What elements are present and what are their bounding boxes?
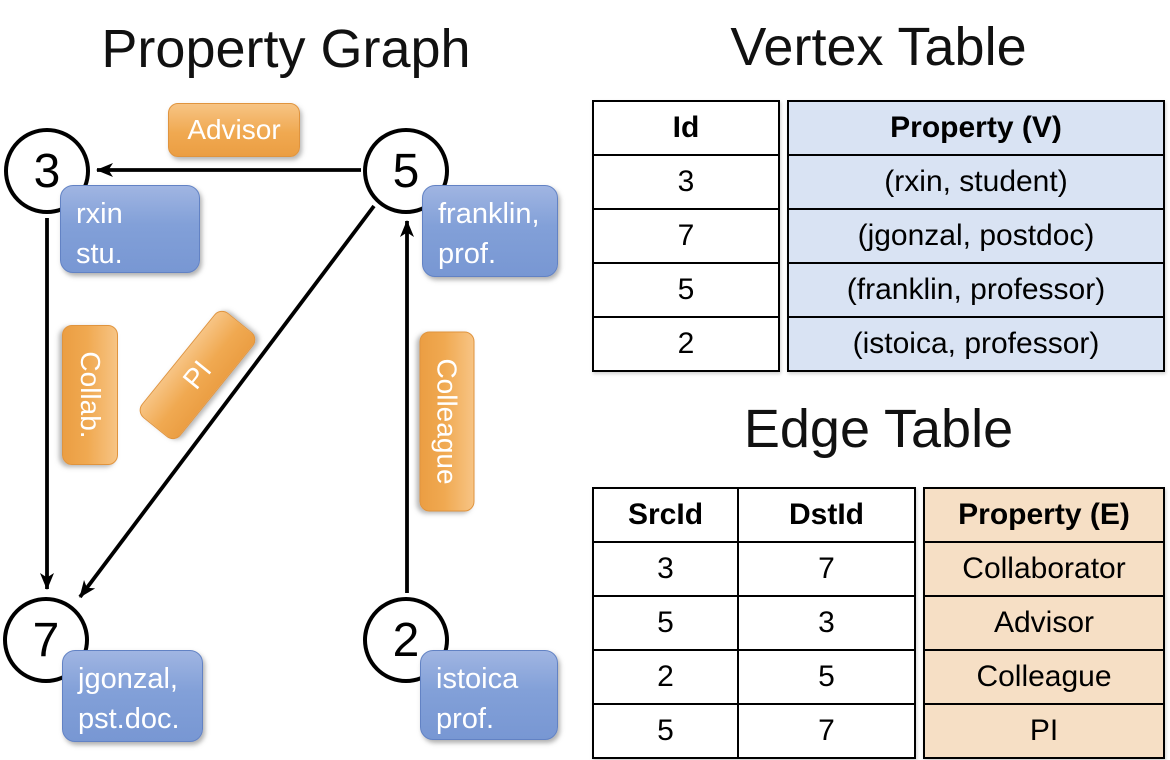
table-row: 5 3: [594, 595, 914, 649]
table-row: 3 7: [594, 541, 914, 595]
vertex-id-cell: 2: [677, 327, 695, 360]
vertex-label-jgonzal: jgonzal, pst.doc.: [62, 650, 203, 742]
vertex-table-id-column: Id 3 7 5 2: [592, 100, 780, 372]
vertex-label-line2: prof.: [438, 238, 497, 270]
vertex-label-line2: pst.doc.: [78, 703, 180, 735]
table-row: PI: [925, 703, 1163, 757]
edge-srcid-cell: 5: [657, 714, 674, 747]
edge-label-text: Collab.: [75, 351, 106, 439]
table-row: Collaborator: [925, 541, 1163, 595]
vertex-label-line1: jgonzal,: [78, 663, 178, 695]
vertex-table-header-id: Id: [672, 111, 700, 144]
table-row: 7: [594, 208, 778, 262]
table-row: Advisor: [925, 595, 1163, 649]
node-id-label: 7: [32, 613, 60, 667]
vertex-id-cell: 5: [677, 273, 695, 306]
table-row: 2 5: [594, 649, 914, 703]
vertex-label-rxin: rxin stu.: [60, 185, 200, 273]
table-row: (istoica, professor): [789, 316, 1163, 370]
edge-label-advisor: Advisor: [168, 103, 300, 157]
vertex-label-line1: franklin,: [438, 198, 540, 230]
edge-label-text: PI: [176, 354, 218, 395]
vertex-label-line2: stu.: [76, 238, 123, 270]
edge-pi-line-5-to-7: [78, 204, 376, 599]
vertex-id-cell: 3: [677, 165, 695, 198]
vertex-property-cell: (franklin, professor): [846, 273, 1106, 306]
edge-property-cell: Advisor: [993, 606, 1095, 639]
vertex-label-line1: istoica: [436, 663, 519, 695]
vertex-property-cell: (istoica, professor): [852, 327, 1100, 360]
edge-table: SrcId DstId 3 7 5 3 2 5 5 7 Property (E): [592, 487, 1165, 759]
table-row: (jgonzal, postdoc): [789, 208, 1163, 262]
vertex-id-cell: 7: [677, 219, 695, 252]
edge-label-colleague: Colleague: [419, 331, 475, 512]
vertex-table-header-property: Property (V): [890, 111, 1062, 144]
vertex-label-line1: rxin: [76, 198, 123, 230]
vertex-table: Id 3 7 5 2 Property (V) (rxin, student) …: [592, 100, 1165, 372]
edge-table-header-property: Property (E): [958, 498, 1130, 531]
edge-srcid-cell: 2: [657, 660, 674, 693]
edge-table-property-column: Property (E) Collaborator Advisor Collea…: [923, 487, 1165, 759]
property-graph-title: Property Graph: [101, 19, 471, 79]
vertex-label-franklin: franklin, prof.: [422, 185, 558, 277]
table-row: 2: [594, 316, 778, 370]
edge-property-cell: Collaborator: [962, 552, 1126, 585]
edge-dstid-cell: 3: [737, 597, 914, 649]
vertex-property-cell: (rxin, student): [884, 165, 1068, 198]
edge-srcid-cell: 3: [657, 552, 674, 585]
table-row: 3: [594, 154, 778, 208]
edge-table-header-dstid: DstId: [737, 489, 914, 541]
vertex-property-cell: (jgonzal, postdoc): [857, 219, 1095, 252]
table-row: Colleague: [925, 649, 1163, 703]
table-row: (rxin, student): [789, 154, 1163, 208]
table-row: 5 7: [594, 703, 914, 757]
edge-table-title: Edge Table: [743, 399, 1014, 459]
vertex-table-title: Vertex Table: [730, 17, 1027, 77]
vertex-table-property-column: Property (V) (rxin, student) (jgonzal, p…: [787, 100, 1165, 372]
graph-node-5: 5: [363, 128, 449, 214]
node-id-label: 2: [392, 613, 420, 667]
edge-property-cell: Colleague: [976, 660, 1112, 693]
edge-dstid-cell: 7: [737, 705, 914, 757]
edge-table-header-srcid: SrcId: [627, 498, 704, 531]
table-row: (franklin, professor): [789, 262, 1163, 316]
edge-property-cell: PI: [1029, 714, 1059, 747]
node-id-label: 3: [33, 144, 61, 198]
graph-node-2: 2: [363, 597, 449, 683]
edge-dstid-cell: 5: [737, 651, 914, 703]
edge-dstid-cell: 7: [737, 543, 914, 595]
edge-table-ids-columns: SrcId DstId 3 7 5 3 2 5 5 7: [592, 487, 916, 759]
edge-label-text: Colleague: [432, 358, 463, 485]
edge-label-collab: Collab.: [62, 325, 118, 465]
table-row: 5: [594, 262, 778, 316]
node-id-label: 5: [392, 144, 420, 198]
edge-srcid-cell: 5: [657, 606, 674, 639]
vertex-label-line2: prof.: [436, 703, 495, 735]
vertex-label-istoica: istoica prof.: [420, 650, 558, 740]
edge-label-text: Advisor: [187, 114, 281, 145]
